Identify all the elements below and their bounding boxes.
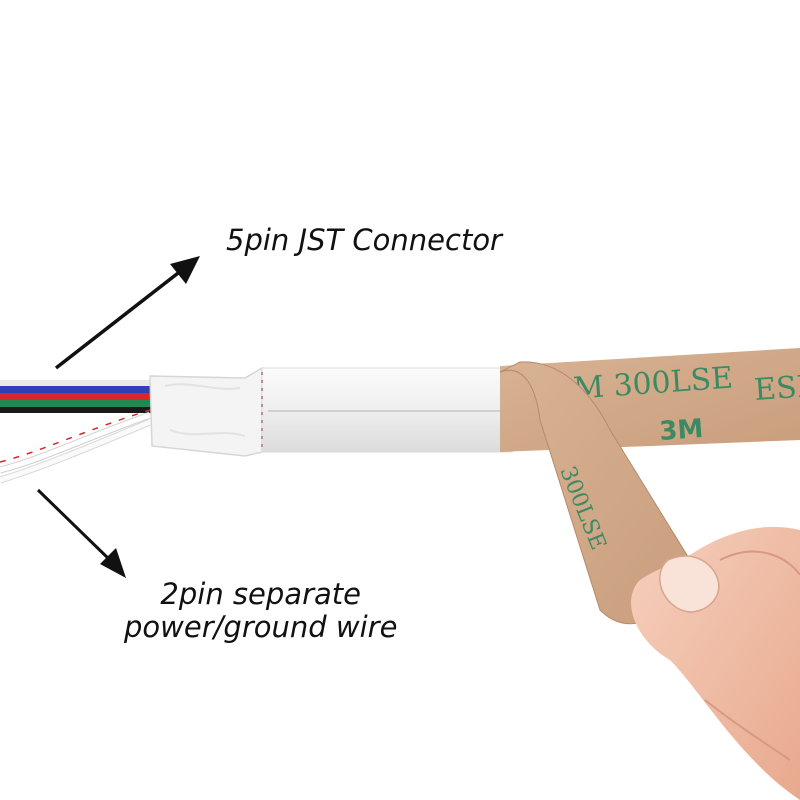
wire-blue bbox=[0, 386, 160, 393]
led-strip bbox=[261, 367, 513, 453]
connector-label: 5pin JST Connector bbox=[226, 223, 502, 257]
thumbnail bbox=[659, 555, 720, 613]
hand bbox=[631, 526, 800, 800]
adhesive-tape-strip: 3M 300LSE ESL 3M bbox=[500, 348, 800, 452]
wire-label-line-2: power/ground wire bbox=[124, 610, 398, 644]
arrow-to-wire bbox=[36, 488, 126, 578]
jst-wire-bundle bbox=[0, 380, 160, 413]
wire-black bbox=[0, 407, 160, 413]
wire-label-line-1: 2pin separate bbox=[160, 577, 361, 611]
wire-white-top bbox=[0, 380, 160, 386]
arrow-to-connector bbox=[54, 256, 200, 370]
connector-sleeve bbox=[149, 366, 263, 457]
wire-green bbox=[0, 400, 160, 407]
wire-label: 2pin separate power/ground wire bbox=[124, 578, 397, 644]
tape-brand-mark: 3M bbox=[658, 414, 704, 447]
power-ground-wires bbox=[0, 409, 152, 484]
tape-print-mirrored: ESL bbox=[753, 369, 800, 408]
wire-red bbox=[0, 393, 160, 400]
